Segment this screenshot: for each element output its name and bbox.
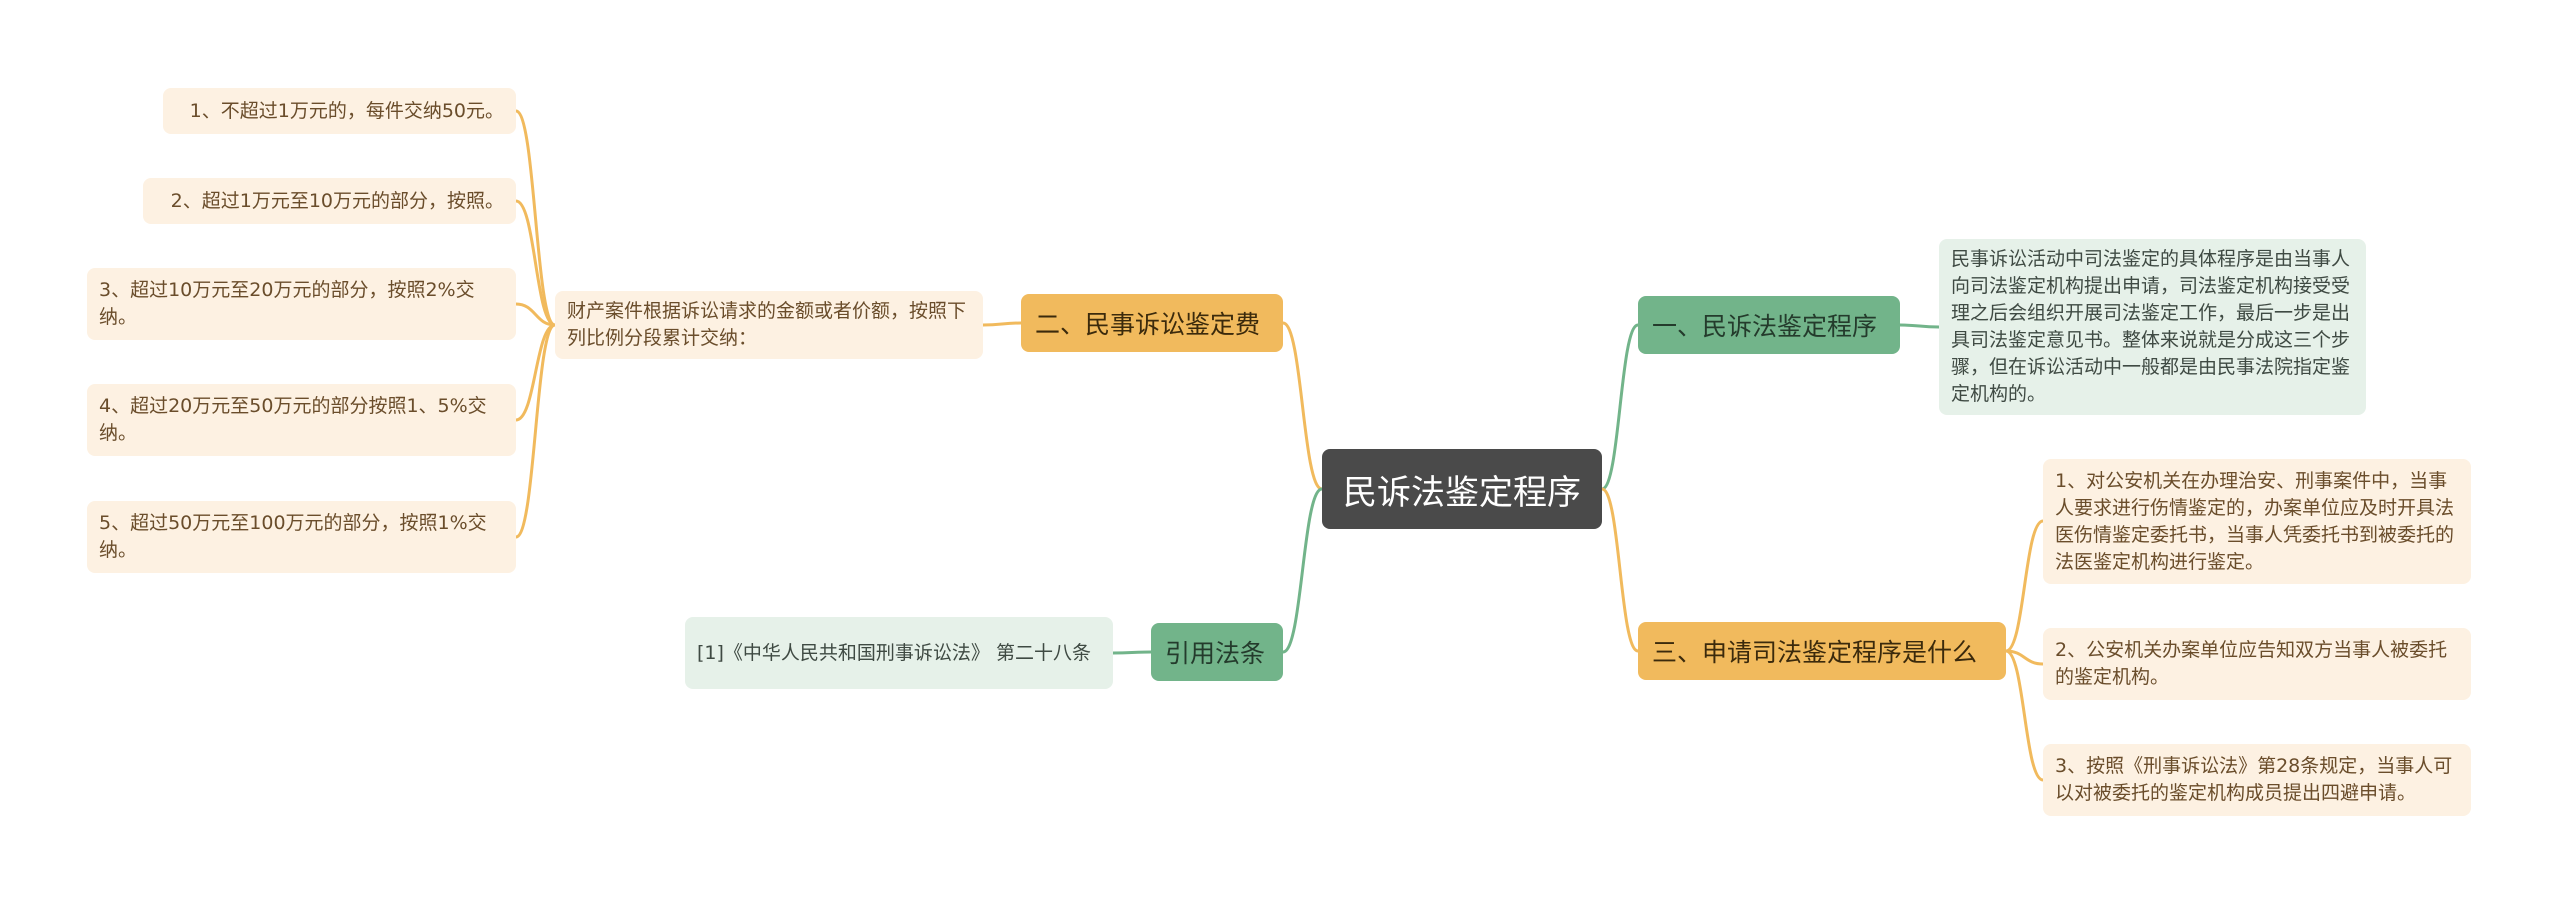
fee-item-1[interactable]: 1、不超过1万元的，每件交纳50元。: [163, 88, 516, 134]
fee-item-5-text: 5、超过50万元至100万元的部分，按照1%交纳。: [99, 512, 487, 561]
branch-law[interactable]: 引用法条: [1151, 623, 1283, 681]
apply-item-3[interactable]: 3、按照《刑事诉讼法》第28条规定，当事人可以对被委托的鉴定机构成员提出四避申请…: [2043, 744, 2471, 816]
link-law-item: [1112, 650, 1152, 655]
branch-fee-label: 二、民事诉讼鉴定费: [1035, 310, 1261, 339]
link-fee-item-4: [515, 323, 556, 422]
link-fee-intro: [982, 321, 1022, 327]
fee-item-4-text: 4、超过20万元至50万元的部分按照1、5%交纳。: [99, 395, 487, 444]
apply-item-2-text: 2、公安机关办案单位应告知双方当事人被委托的鉴定机构。: [2055, 639, 2448, 688]
link-root-law: [1282, 487, 1323, 654]
root-node[interactable]: 民诉法鉴定程序: [1322, 449, 1602, 529]
apply-item-1-text: 1、对公安机关在办理治安、刑事案件中，当事人要求进行伤情鉴定的，办案单位应及时开…: [2055, 469, 2455, 573]
branch-procedure[interactable]: 一、民诉法鉴定程序: [1638, 296, 1900, 354]
fee-item-1-text: 1、不超过1万元的，每件交纳50元。: [189, 99, 504, 122]
link-apply-item-1: [2005, 519, 2044, 653]
link-fee-item-1: [515, 109, 556, 327]
apply-item-2[interactable]: 2、公安机关办案单位应告知双方当事人被委托的鉴定机构。: [2043, 628, 2471, 700]
link-apply-item-3: [2005, 649, 2044, 782]
fee-item-2-text: 2、超过1万元至10万元的部分，按照。: [170, 189, 504, 212]
fee-item-3[interactable]: 3、超过10万元至20万元的部分，按照2%交纳。: [87, 268, 516, 340]
link-procedure-item: [1899, 323, 1940, 329]
link-root-procedure: [1601, 323, 1639, 491]
link-fee-item-5: [515, 323, 556, 539]
fee-intro[interactable]: 财产案件根据诉讼请求的金额或者价额，按照下列比例分段累计交纳：: [555, 291, 983, 359]
link-fee-item-3: [515, 302, 556, 327]
link-root-apply: [1601, 487, 1639, 653]
procedure-item-text: 民事诉讼活动中司法鉴定的具体程序是由当事人向司法鉴定机构提出申请，司法鉴定机构接…: [1951, 248, 2351, 405]
procedure-item[interactable]: 民事诉讼活动中司法鉴定的具体程序是由当事人向司法鉴定机构提出申请，司法鉴定机构接…: [1939, 239, 2366, 415]
fee-item-3-text: 3、超过10万元至20万元的部分，按照2%交纳。: [99, 279, 475, 328]
fee-item-2[interactable]: 2、超过1万元至10万元的部分，按照。: [143, 178, 516, 224]
fee-item-5[interactable]: 5、超过50万元至100万元的部分，按照1%交纳。: [87, 501, 516, 573]
branch-procedure-label: 一、民诉法鉴定程序: [1652, 312, 1878, 341]
link-root-fee: [1282, 321, 1323, 491]
apply-item-3-text: 3、按照《刑事诉讼法》第28条规定，当事人可以对被委托的鉴定机构成员提出四避申请…: [2055, 755, 2453, 804]
branch-apply-label: 三、申请司法鉴定程序是什么: [1652, 638, 1978, 667]
apply-item-1[interactable]: 1、对公安机关在办理治安、刑事案件中，当事人要求进行伤情鉴定的，办案单位应及时开…: [2043, 459, 2471, 584]
fee-intro-text: 财产案件根据诉讼请求的金额或者价额，按照下列比例分段累计交纳：: [567, 300, 967, 349]
fee-item-4[interactable]: 4、超过20万元至50万元的部分按照1、5%交纳。: [87, 384, 516, 456]
law-item-text: [1]《中华人民共和国刑事诉讼法》 第二十八条: [697, 641, 1091, 664]
branch-law-label: 引用法条: [1165, 639, 1266, 668]
root-label: 民诉法鉴定程序: [1343, 472, 1581, 513]
link-fee-item-2: [515, 199, 556, 327]
law-item[interactable]: [1]《中华人民共和国刑事诉讼法》 第二十八条: [685, 617, 1113, 689]
branch-fee[interactable]: 二、民事诉讼鉴定费: [1021, 294, 1283, 352]
branch-apply[interactable]: 三、申请司法鉴定程序是什么: [1638, 622, 2006, 680]
